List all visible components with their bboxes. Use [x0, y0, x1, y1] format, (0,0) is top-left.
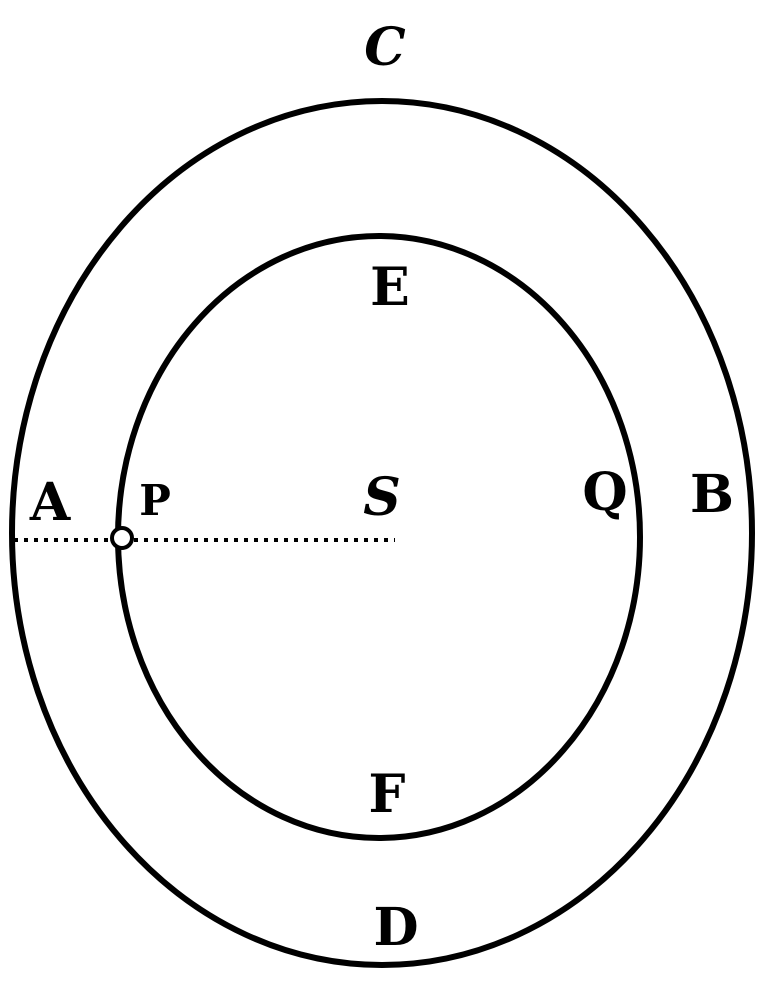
label-a: A: [29, 472, 71, 533]
label-s: S: [363, 467, 401, 528]
label-d: D: [373, 897, 418, 958]
label-e: E: [370, 257, 410, 318]
inner-ellipse: [115, 233, 643, 841]
label-f: F: [369, 764, 406, 825]
label-q: Q: [582, 462, 627, 523]
point-p-marker: [110, 526, 134, 550]
label-b: B: [690, 464, 734, 525]
outer-ellipse: [9, 98, 755, 968]
label-p: P: [139, 476, 171, 525]
label-c: C: [364, 17, 405, 78]
